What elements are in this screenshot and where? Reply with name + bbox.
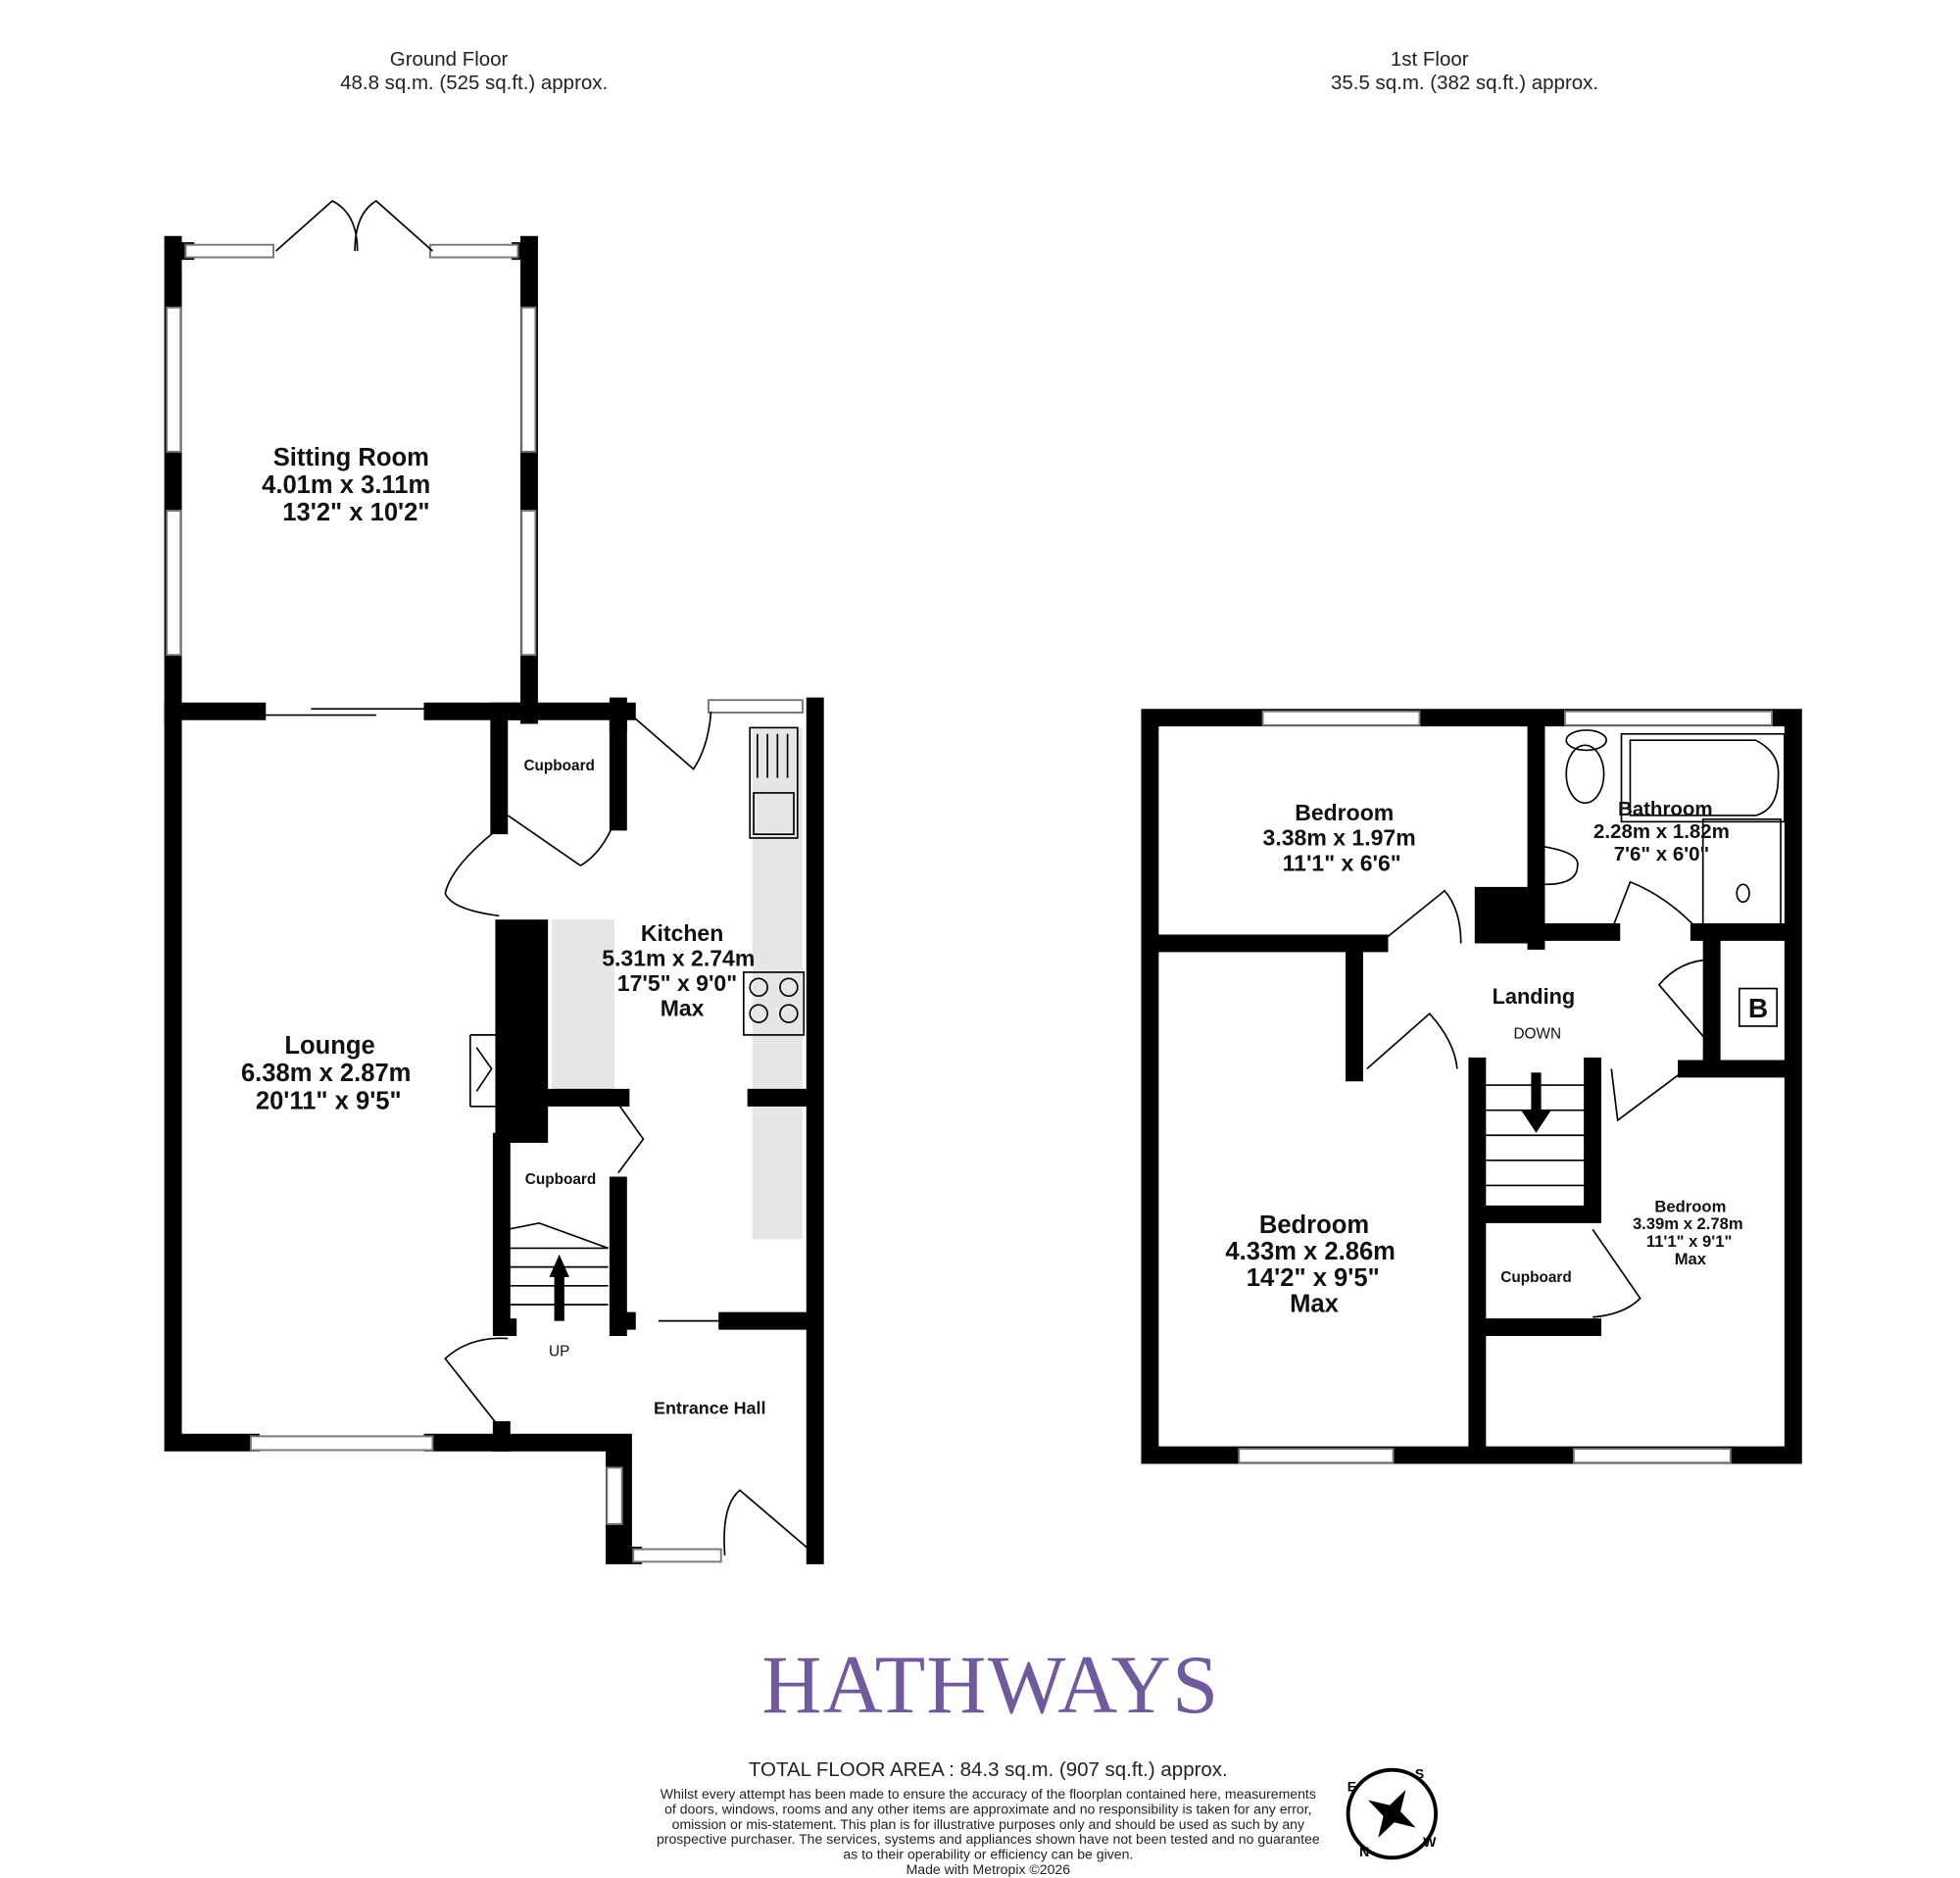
ground-floor-title: Ground Floor <box>390 48 509 71</box>
svg-text:20'11" x 9'5": 20'11" x 9'5" <box>256 1087 402 1114</box>
room-bedroom: Bedroom 3.39m x 2.78m 11'1" x 9'1" Max <box>1633 1197 1743 1268</box>
svg-text:N: N <box>1359 1844 1369 1859</box>
svg-text:Bedroom: Bedroom <box>1654 1197 1726 1215</box>
svg-text:Lounge: Lounge <box>284 1032 374 1060</box>
svg-text:17'5" x 9'0": 17'5" x 9'0" <box>617 970 737 996</box>
ground-floor-plan <box>164 199 824 1564</box>
svg-text:Whilst every attempt has been: Whilst every attempt has been made to en… <box>661 1786 1316 1802</box>
boiler-label: B <box>1748 993 1768 1023</box>
svg-text:Max: Max <box>1290 1291 1340 1318</box>
total-floor-area: TOTAL FLOOR AREA : 84.3 sq.m. (907 sq.ft… <box>749 1758 1228 1781</box>
room-landing: Landing <box>1493 984 1576 1009</box>
svg-text:Bedroom: Bedroom <box>1259 1211 1369 1239</box>
room-bedroom: Bedroom 4.33m x 2.86m 14'2" x 9'5" Max <box>1225 1211 1395 1318</box>
room-cupboard: Cupboard <box>523 758 594 774</box>
svg-text:Bathroom: Bathroom <box>1618 798 1713 820</box>
room-lounge: Lounge 6.38m x 2.87m 20'11" x 9'5" <box>241 1032 411 1114</box>
svg-text:S: S <box>1415 1766 1424 1782</box>
svg-text:W: W <box>1423 1834 1437 1850</box>
compass-icon: N E S W <box>1346 1766 1439 1860</box>
svg-text:2.28m x 1.82m: 2.28m x 1.82m <box>1593 820 1730 843</box>
room-cupboard: Cupboard <box>525 1171 596 1188</box>
disclaimer: Whilst every attempt has been made to en… <box>657 1786 1320 1877</box>
svg-text:Kitchen: Kitchen <box>641 920 723 946</box>
svg-text:13'2" x 10'2": 13'2" x 10'2" <box>282 499 429 526</box>
hathways-logo: HATHWAYS <box>761 1640 1219 1731</box>
svg-text:Bedroom: Bedroom <box>1295 800 1394 825</box>
ground-floor-area: 48.8 sq.m. (525 sq.ft.) approx. <box>340 72 608 94</box>
room-cupboard: Cupboard <box>1500 1269 1571 1286</box>
svg-text:Sitting Room: Sitting Room <box>273 444 429 471</box>
svg-text:5.31m x 2.74m: 5.31m x 2.74m <box>602 946 755 971</box>
svg-text:as to their operability or eff: as to their operability or efficiency ca… <box>843 1847 1133 1862</box>
room-entrance-hall: Entrance Hall <box>654 1398 765 1417</box>
svg-text:3.39m x 2.78m: 3.39m x 2.78m <box>1633 1214 1743 1233</box>
svg-text:Max: Max <box>661 996 705 1021</box>
svg-text:of doors, windows, rooms and a: of doors, windows, rooms and any other i… <box>664 1802 1311 1817</box>
room-bathroom: Bathroom 2.28m x 1.82m 7'6" x 6'0" <box>1593 798 1730 865</box>
svg-text:Made with Metropix ©2026: Made with Metropix ©2026 <box>906 1861 1071 1877</box>
first-floor-area: 35.5 sq.m. (382 sq.ft.) approx. <box>1331 72 1598 94</box>
svg-text:11'1" x 9'1": 11'1" x 9'1" <box>1646 1232 1732 1251</box>
svg-text:omission or mis-statement. Thi: omission or mis-statement. This plan is … <box>672 1816 1304 1832</box>
stairs-up-label: UP <box>549 1343 569 1359</box>
svg-text:E: E <box>1348 1778 1356 1794</box>
svg-text:4.33m x 2.86m: 4.33m x 2.86m <box>1225 1238 1395 1265</box>
svg-text:6.38m x 2.87m: 6.38m x 2.87m <box>241 1060 411 1087</box>
svg-text:11'1" x 6'6": 11'1" x 6'6" <box>1283 850 1401 875</box>
stairs-down-label: DOWN <box>1513 1026 1561 1043</box>
room-bedroom: Bedroom 3.38m x 1.97m 11'1" x 6'6" <box>1263 800 1416 875</box>
room-kitchen: Kitchen 5.31m x 2.74m 17'5" x 9'0" Max <box>602 920 755 1021</box>
svg-text:3.38m x 1.97m: 3.38m x 1.97m <box>1263 825 1416 851</box>
room-sitting-room: Sitting Room 4.01m x 3.11m 13'2" x 10'2" <box>262 444 430 526</box>
svg-text:prospective purchaser. The ser: prospective purchaser. The services, sys… <box>657 1831 1320 1847</box>
first-floor-title: 1st Floor <box>1391 48 1469 71</box>
svg-text:4.01m x 3.11m: 4.01m x 3.11m <box>262 471 430 499</box>
svg-text:7'6" x 6'0": 7'6" x 6'0" <box>1614 843 1709 865</box>
svg-text:14'2" x 9'5": 14'2" x 9'5" <box>1247 1264 1380 1292</box>
first-floor-plan <box>1141 709 1802 1464</box>
svg-text:Max: Max <box>1675 1250 1707 1268</box>
